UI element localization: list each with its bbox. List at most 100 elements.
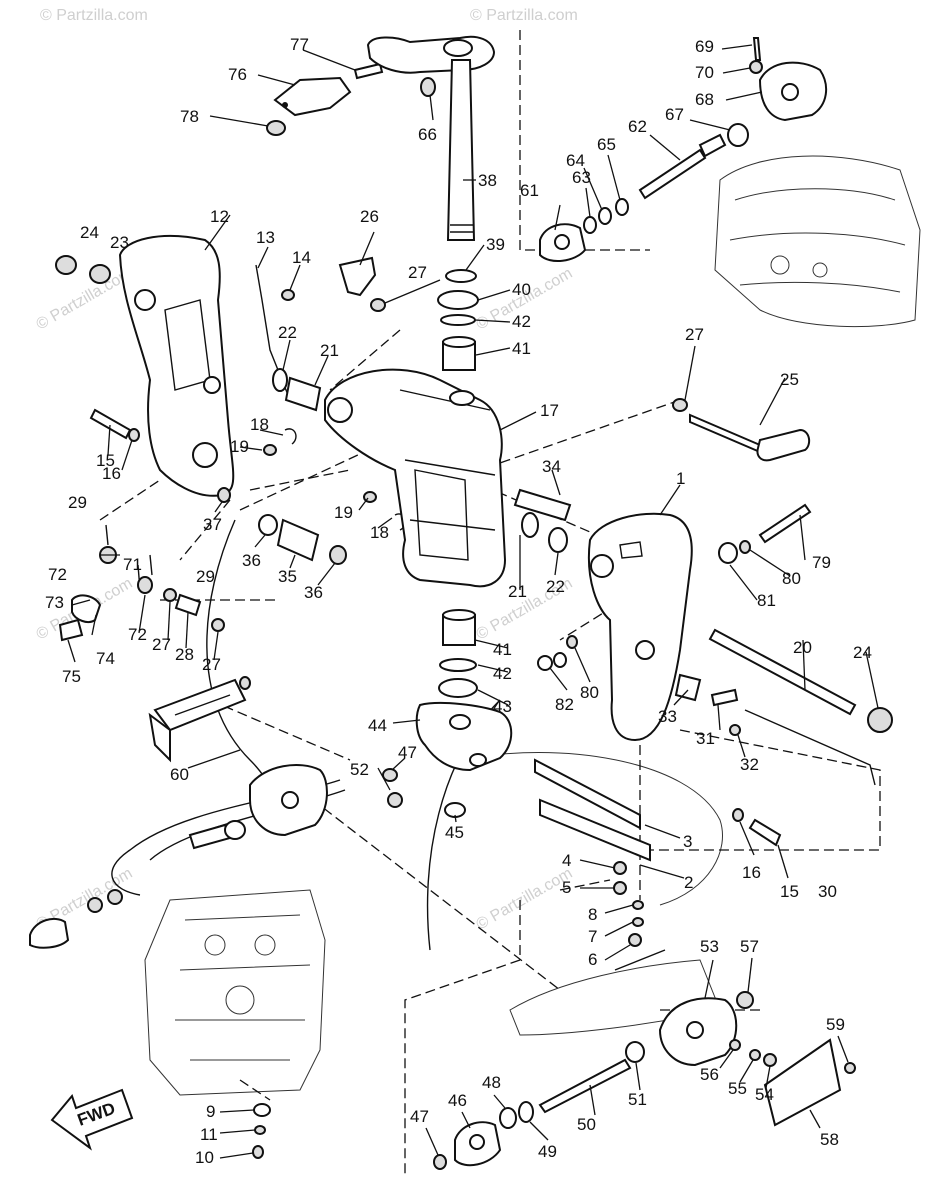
part-washer-55 [749, 1049, 761, 1061]
part-oring-42-lower [439, 658, 477, 672]
part-screw-14 [281, 289, 295, 301]
part-clamp-bracket-right [588, 512, 693, 742]
callout: 69 [695, 37, 714, 56]
part-nut-16-right [732, 808, 744, 822]
engine-outline-upper [714, 155, 921, 328]
callout: 27 [408, 263, 427, 282]
part-wire-6 [614, 949, 666, 971]
callout: 67 [665, 105, 684, 124]
callout: 78 [180, 107, 199, 126]
fwd-arrow: FWD [50, 1088, 134, 1151]
callout: 57 [740, 937, 759, 956]
part-lower-mount-right [658, 997, 738, 1067]
callout: 20 [793, 638, 812, 657]
callout: 71 [123, 555, 142, 574]
engine-block-outline [144, 889, 326, 1096]
part-washer-70 [749, 60, 763, 74]
part-through-bolt-20 [708, 628, 857, 716]
callout: 10 [195, 1148, 214, 1167]
part-nut-36-right [329, 545, 347, 565]
part-bushing-67 [727, 123, 749, 147]
callout: 24 [80, 223, 99, 242]
callout: 9 [206, 1102, 215, 1121]
callout: 21 [320, 341, 339, 360]
callout: 21 [508, 582, 527, 601]
callout: 19 [230, 437, 249, 456]
part-bolt-77 [353, 62, 384, 80]
callout: 42 [512, 312, 531, 331]
part-bolt-4 [613, 861, 627, 875]
part-nut-left-a [87, 897, 103, 913]
callout: 60 [170, 765, 189, 784]
callout: 36 [242, 551, 261, 570]
callout: 12 [210, 207, 229, 226]
part-nut-47-lower [433, 1154, 447, 1170]
callout: 32 [740, 755, 759, 774]
callout: 70 [695, 63, 714, 82]
callout: 19 [334, 503, 353, 522]
callout: 39 [486, 235, 505, 254]
part-nut-23 [89, 264, 111, 284]
part-washer-36-left [258, 514, 278, 536]
part-bolt-56 [729, 1039, 741, 1051]
part-spring-33 [674, 673, 702, 702]
part-washer-48 [499, 1107, 517, 1129]
callout: 18 [250, 415, 269, 434]
watermark: © Partzilla.com [40, 7, 148, 24]
part-swivel-bracket [324, 368, 507, 588]
part-washer-64 [598, 207, 612, 225]
part-nut-left-b [107, 889, 123, 905]
callout: 47 [410, 1107, 429, 1126]
part-nut-52 [387, 792, 403, 808]
part-nut-80-upper [739, 540, 751, 554]
callout: 76 [228, 65, 247, 84]
part-grease-27-lower [211, 618, 225, 632]
callout: 31 [696, 729, 715, 748]
callout: 49 [538, 1142, 557, 1161]
callout: 6 [588, 950, 597, 969]
callout: 61 [520, 181, 539, 200]
watermark: © Partzilla.com [474, 865, 576, 934]
part-nut-24 [55, 255, 77, 275]
part-nut-78 [266, 120, 286, 136]
part-washer-7 [632, 917, 644, 927]
part-nut-24-right [867, 707, 893, 733]
callout: 41 [493, 640, 512, 659]
callout: 75 [62, 667, 81, 686]
part-bolt-15-left [89, 408, 132, 440]
part-rubber-mount-46 [454, 1121, 502, 1167]
part-lower-mount-left [249, 764, 328, 837]
part-bolt-75 [58, 618, 84, 642]
part-rubber-mount-61 [539, 223, 587, 262]
part-washer-40 [437, 290, 479, 310]
callout: 74 [96, 649, 115, 668]
callouts: 77 76 78 66 38 39 40 42 41 27 26 13 14 1… [45, 35, 872, 1167]
part-lower-mount-housing [415, 701, 513, 772]
callout: 26 [360, 207, 379, 226]
callout: 29 [196, 567, 215, 586]
callout: 27 [152, 635, 171, 654]
callout: 18 [370, 523, 389, 542]
part-bracket-76 [273, 76, 352, 117]
part-screw-60 [239, 676, 251, 690]
callout: 48 [482, 1073, 501, 1092]
callout: 41 [512, 339, 531, 358]
callout: 16 [102, 464, 121, 483]
part-clip-9 [253, 1103, 271, 1117]
part-cover-58 [763, 1038, 842, 1127]
part-grease-27-right [672, 398, 688, 412]
parts [29, 35, 893, 1170]
callout: 15 [96, 451, 115, 470]
part-rubber-mount-left [29, 917, 70, 949]
callout: 65 [597, 135, 616, 154]
callout: 79 [812, 553, 831, 572]
part-bushing-41-lower [442, 609, 476, 646]
part-screw-59 [844, 1062, 856, 1074]
part-washer-11 [254, 1125, 266, 1135]
callout: 33 [658, 707, 677, 726]
part-washer-45 [444, 802, 466, 818]
callout: 73 [45, 593, 64, 612]
part-bolt-5 [613, 881, 627, 895]
callout: 68 [695, 90, 714, 109]
part-washer-81 [718, 542, 738, 564]
